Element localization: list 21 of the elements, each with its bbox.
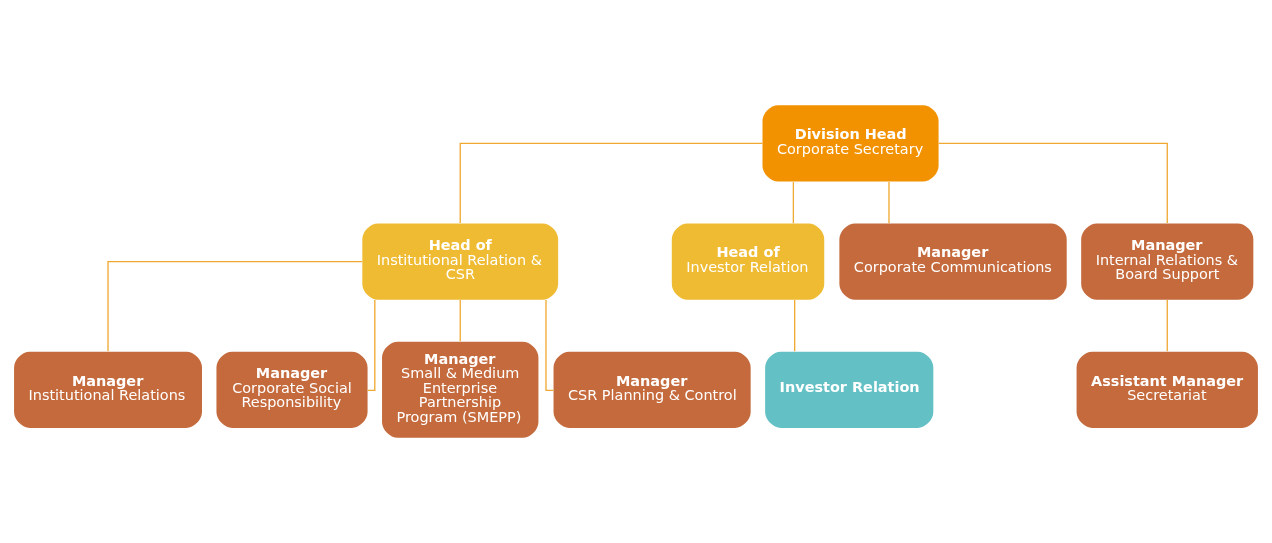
connector (794, 299, 796, 352)
node-box: Manager Institutional Relations (14, 351, 202, 428)
connector (1166, 299, 1168, 352)
connector (459, 142, 764, 224)
node-box: Division Head Corporate Secretary (762, 105, 939, 182)
node-box: Manager Small & Medium Enterprise Partnership Program (SMEPP) (382, 341, 539, 438)
connector (459, 299, 461, 342)
connector (107, 261, 363, 352)
connector (938, 142, 1168, 224)
connector (792, 181, 795, 224)
connector (545, 299, 554, 392)
connector (367, 299, 376, 392)
connector (888, 181, 890, 224)
node-box: Manager Corporate Social Responsibility (216, 351, 368, 428)
node-box: Assistant Manager Secretariat (1076, 351, 1258, 428)
node-box: Head of Institutional Relation & CSR (362, 223, 559, 300)
node-box: Investor Relation (765, 351, 934, 428)
node-box: Manager Corporate Communications (839, 223, 1067, 300)
node-box: Head of Investor Relation (671, 223, 825, 300)
node-box: Manager CSR Planning & Control (553, 351, 751, 428)
node-box: Manager Internal Relations & Board Support (1081, 223, 1254, 300)
